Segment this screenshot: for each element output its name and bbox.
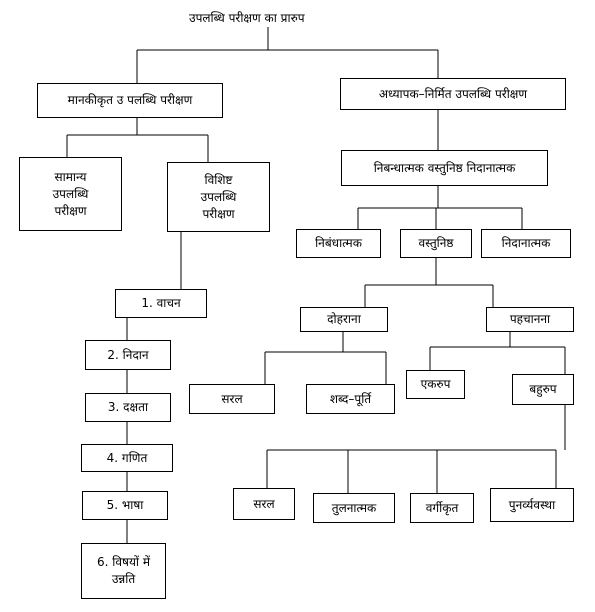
diagnostic-type-box: निदानात्मक <box>481 229 571 258</box>
diagram-title: उपलब्धि परीक्षण का प्रारुप <box>189 11 305 25</box>
essay-type-box: निबंधात्मक <box>296 229 381 258</box>
item-diagnosis-box: 2. निदान <box>85 340 171 370</box>
recall-simple-box: सरल <box>189 384 275 414</box>
specific-achievement-test-box: विशिष्ट उपलब्धि परीक्षण <box>167 162 270 232</box>
specific-line-1: विशिष्ट <box>204 172 233 187</box>
multiple-comparative-box: तुलनात्मक <box>313 493 395 523</box>
recall-completion-box: शब्द–पूर्ति <box>306 384 395 414</box>
single-form-box: एकरुप <box>406 370 465 399</box>
specific-line-3: परीक्षण <box>202 206 235 221</box>
standardized-achievement-test-box: मानकीकृत उ पलब्धि परीक्षण <box>37 83 223 118</box>
item-subject-progress-box: 6. विषयों में उन्नति <box>81 543 166 599</box>
item-mathematics-box: 4. गणित <box>81 444 173 472</box>
general-achievement-test-box: सामान्य उपलब्धि परीक्षण <box>19 157 122 231</box>
item-language-box: 5. भाषा <box>82 491 168 520</box>
test-types-box: निबन्धात्मक वस्तुनिष्ठ निदानात्मक <box>341 150 548 186</box>
subject-progress-line-2: उन्नति <box>111 572 136 586</box>
objective-type-box: वस्तुनिष्ठ <box>400 229 472 258</box>
multiple-classified-box: वर्गीकृत <box>410 493 474 523</box>
multiple-form-box: बहुरुप <box>512 374 574 405</box>
recognition-box: पहचानना <box>486 307 574 332</box>
general-line-2: उपलब्धि <box>52 186 89 201</box>
specific-line-2: उपलब्धि <box>200 189 237 204</box>
multiple-rearrangement-box: पुनर्व्यवस्था <box>490 488 574 522</box>
subject-progress-line-1: 6. विषयों में <box>96 555 151 569</box>
general-line-1: सामान्य <box>54 169 87 184</box>
item-reading-box: 1. वाचन <box>115 289 207 318</box>
general-line-3: परीक्षण <box>54 203 87 218</box>
item-proficiency-box: 3. दक्षता <box>85 393 171 422</box>
recall-box: दोहराना <box>300 307 388 332</box>
multiple-simple-box: सरल <box>233 488 295 520</box>
teacher-made-test-box: अध्यापक–निर्मित उपलब्धि परीक्षण <box>340 78 566 110</box>
